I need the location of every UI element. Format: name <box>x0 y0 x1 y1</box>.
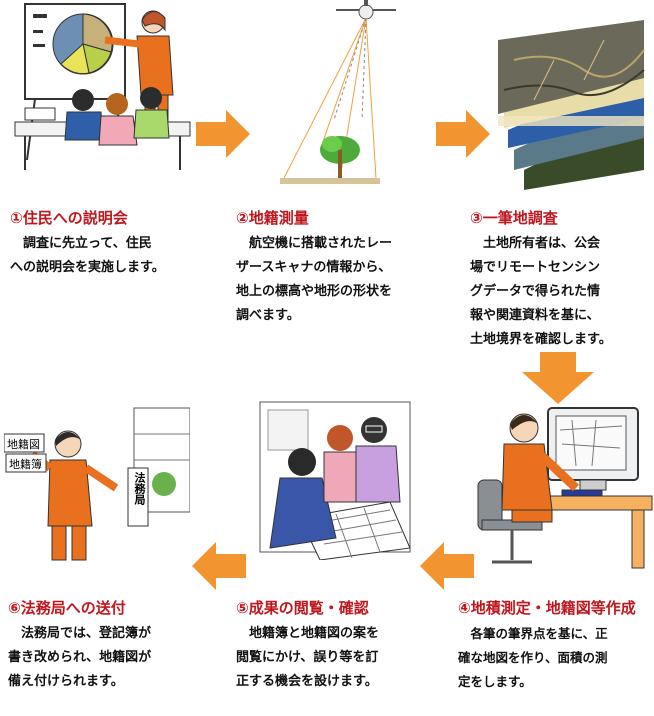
description-line: への説明会を実施します。 <box>10 260 165 275</box>
description-line: 確な地図を作り、面積の測 <box>458 650 608 665</box>
step-title-text: 地籍測量 <box>248 209 309 227</box>
description-line: 各筆の筆界点を基に、正 <box>458 626 608 641</box>
flow-arrow-down <box>522 352 594 404</box>
remote-sensing-maps-illustration <box>498 20 645 190</box>
laser-survey-illustration <box>280 0 396 184</box>
step-number: ③ <box>470 209 483 227</box>
flow-arrow-left <box>420 542 474 590</box>
step-number: ④ <box>458 599 471 617</box>
step-1-description: 調査に先立って、住民 への説明会を実施します。 <box>10 232 210 280</box>
description-line: 地籍簿と地籍図の案を <box>236 626 380 641</box>
description-line: 調査に先立って、住民 <box>10 236 152 251</box>
meeting-illustration <box>14 3 191 170</box>
computer-operator-illustration <box>477 407 653 569</box>
step-3-description: 土地所有者は、公会 場でリモートセンシン グデータで得られた情 報や関連資料を基… <box>470 232 650 352</box>
office-sign: 法務局 <box>133 472 146 505</box>
description-line: 備え付けられます。 <box>8 674 124 689</box>
legal-bureau-illustration: 地籍図 地籍簿 法務局 <box>4 404 190 568</box>
step-6-description: 法務局では、登記簿が 書き改められ、地籍図が 備え付けられます。 <box>8 622 208 694</box>
description-line: ザースキャナの情報から、 <box>236 260 392 275</box>
description-line: グデータで得られた情 <box>470 284 601 299</box>
step-1-title: ①住民への説明会 <box>10 207 128 228</box>
description-line: 航空機に搭載されたレー <box>236 236 393 251</box>
step-4-title: ④地積測定・地籍図等作成 <box>458 597 636 618</box>
description-line: 土地境界を確認します。 <box>470 332 612 347</box>
description-line: 正する機会を設けます。 <box>236 674 378 689</box>
step-number: ① <box>10 209 23 227</box>
step-number: ⑥ <box>8 599 21 617</box>
description-line: 調べます。 <box>236 308 300 323</box>
flow-arrow-left <box>192 542 246 590</box>
step-5-description: 地籍簿と地籍図の案を 閲覧にかけ、誤り等を訂 正する機会を設けます。 <box>236 622 436 694</box>
step-3-title: ③一筆地調査 <box>470 207 558 228</box>
description-line: 土地所有者は、公会 <box>470 236 601 251</box>
review-illustration <box>259 401 411 560</box>
description-line: 場でリモートセンシン <box>470 260 601 275</box>
step-title-text: 住民への説明会 <box>22 209 128 227</box>
step-2-title: ②地籍測量 <box>236 207 309 228</box>
step-5-title: ⑤成果の閲覧・確認 <box>236 597 369 618</box>
book-label-map: 地籍図 <box>7 438 40 451</box>
step-6-title: ⑥法務局への送付 <box>8 597 126 618</box>
description-line: 定をします。 <box>458 674 532 689</box>
description-line: 書き改められ、地籍図が <box>8 650 152 665</box>
description-line: 法務局では、登記簿が <box>8 626 152 641</box>
flow-arrow-right <box>196 110 250 158</box>
flow-arrow-right <box>436 110 490 158</box>
description-line: 閲覧にかけ、誤り等を訂 <box>236 650 379 665</box>
book-label-register: 地籍簿 <box>9 458 42 471</box>
description-line: 報や関連資料を基に、 <box>470 308 600 323</box>
step-title-text: 地積測定・地籍図等作成 <box>470 599 636 617</box>
step-title-text: 法務局への送付 <box>20 599 126 617</box>
step-number: ⑤ <box>236 599 249 617</box>
step-title-text: 成果の閲覧・確認 <box>248 599 369 617</box>
step-2-description: 航空機に搭載されたレー ザースキャナの情報から、 地上の標高や地形の形状を 調べ… <box>236 232 436 328</box>
step-number: ② <box>236 209 249 227</box>
step-title-text: 一筆地調査 <box>482 209 558 227</box>
step-4-description: 各筆の筆界点を基に、正 確な地図を作り、面積の測 定をします。 <box>458 622 654 694</box>
description-line: 地上の標高や地形の形状を <box>236 284 393 299</box>
